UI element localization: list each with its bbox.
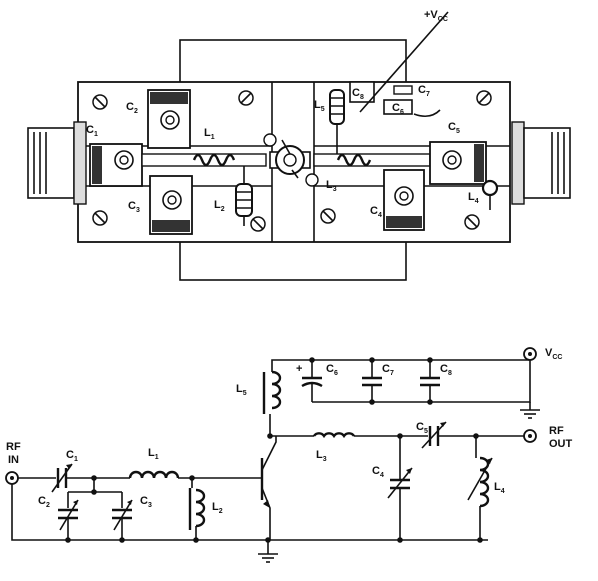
assembly-c8-label: C8	[352, 87, 364, 101]
c8-bypass-capacitor	[349, 81, 375, 103]
schematic-c4-label: C4	[372, 465, 384, 479]
c6-capacitor-symbol	[301, 357, 323, 402]
c8-capacitor-symbol	[420, 357, 440, 402]
vcc-bypass-return	[312, 360, 531, 403]
assembly-vcc-label: +VCC	[424, 9, 448, 23]
c6-lead-wire	[413, 109, 441, 118]
rf-output-connector	[511, 121, 571, 205]
rf-out-terminal: RF OUT	[523, 425, 573, 450]
assembly-l4-label: L4	[468, 191, 479, 205]
vcc-terminal-label: VCC	[545, 347, 562, 361]
vcc-terminal: VCC	[523, 347, 562, 361]
junction-c2-c3	[91, 489, 97, 495]
rf-out-label-line2: OUT	[549, 438, 573, 450]
assembly-c6-label: C6	[392, 102, 404, 116]
ground-symbol-bottom	[258, 540, 278, 563]
c5-trimmer-capacitor	[429, 141, 487, 185]
schematic-c6-label: C6	[326, 363, 338, 377]
c7-capacitor-symbol	[362, 357, 382, 402]
c6-polarity-plus: +	[296, 363, 302, 375]
c3-trimmer-capacitor	[149, 175, 193, 235]
c5-variable-capacitor-symbol	[421, 421, 447, 449]
schematic-l5-label: L5	[236, 383, 247, 397]
assembly-l5-label: L5	[314, 99, 325, 113]
l4-variable-inductor-symbol	[467, 436, 493, 540]
l5-choke-symbol	[262, 359, 530, 436]
assembly-l3-label: L3	[326, 179, 337, 193]
assembly-c3-label: C3	[128, 200, 140, 214]
c1-trimmer-capacitor	[89, 143, 143, 187]
rf-input-connector	[27, 121, 87, 205]
c3-variable-capacitor-symbol	[112, 499, 133, 531]
schematic-l1-label: L1	[148, 447, 159, 461]
schematic-c5-label: C5	[416, 421, 428, 435]
schematic-c2-label: C2	[38, 495, 50, 509]
input-stripline	[141, 153, 267, 167]
assembly-c7-label: C7	[418, 84, 430, 98]
schematic-c1-label: C1	[66, 449, 78, 463]
transistor-symbol	[260, 436, 277, 540]
schematic-c7-label: C7	[382, 363, 394, 377]
transistor-package	[263, 133, 319, 187]
schematic-c8-label: C8	[440, 363, 452, 377]
rf-in-label-line2: IN	[8, 454, 19, 466]
assembly-c5-label: C5	[448, 121, 460, 135]
l1-inductor-symbol	[128, 470, 180, 479]
l1-coil	[192, 153, 236, 167]
assembly-l2-label: L2	[214, 199, 225, 213]
output-stripline	[313, 153, 431, 167]
l5-choke-coil	[329, 89, 345, 154]
l3-inductor-symbol	[313, 432, 355, 439]
schematic-l4-label: L4	[494, 481, 505, 495]
schematic-l3-label: L3	[316, 449, 327, 463]
rf-out-label-line1: RF	[549, 425, 564, 437]
rf-in-label-line1: RF	[6, 441, 21, 453]
l2-coil	[235, 166, 253, 226]
l4-coil	[481, 179, 499, 210]
schematic-l2-label: L2	[212, 501, 223, 515]
assembly-c2-label: C2	[126, 101, 138, 115]
c2-trimmer-capacitor	[147, 89, 191, 149]
c6-bypass-capacitor	[383, 99, 413, 115]
ground-symbol-vcc	[520, 402, 540, 419]
assembly-l1-label: L1	[204, 127, 215, 141]
c7-bypass-capacitor	[393, 85, 413, 95]
ground-rail	[11, 484, 488, 541]
l2-inductor-symbol	[188, 478, 206, 540]
schematic-diagram: RF IN	[5, 347, 573, 563]
mounting-screws	[92, 90, 492, 232]
c4-trimmer-capacitor	[383, 169, 425, 231]
c4-variable-capacitor-symbol	[387, 436, 413, 540]
l3-coil	[336, 153, 372, 167]
assembly-c1-label: C1	[86, 124, 98, 138]
assembly-c4-label: C4	[370, 205, 382, 219]
schematic-c3-label: C3	[140, 495, 152, 509]
vcc-lead-wire	[359, 11, 449, 113]
